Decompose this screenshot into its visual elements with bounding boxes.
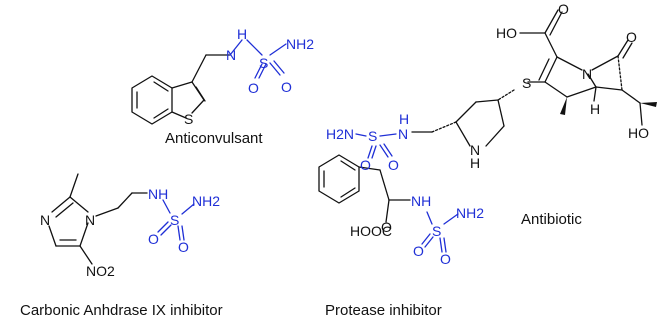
carbonic-anhydrase-molecule bbox=[48, 173, 195, 265]
atom-n-pyrrolidine: N bbox=[470, 142, 480, 158]
caption-anticonvulsant: Anticonvulsant bbox=[165, 130, 263, 147]
phenyl-ring bbox=[318, 154, 360, 204]
atom-o1-m4: O bbox=[413, 243, 424, 259]
atom-s-m3: S bbox=[170, 212, 179, 228]
atom-s-m4: S bbox=[432, 223, 441, 239]
atom-o-c4: O bbox=[381, 219, 392, 235]
protease-molecule bbox=[318, 154, 459, 253]
caption-antibiotic: Antibiotic bbox=[521, 211, 582, 228]
atom-s-m2: S bbox=[522, 75, 531, 91]
atom-n-m2: N bbox=[398, 126, 408, 142]
atom-nh2-m3: NH2 bbox=[192, 193, 220, 209]
atom-o2-m1: O bbox=[281, 79, 292, 95]
atom-h-m2: H bbox=[590, 101, 600, 117]
atom-nh2-m1: NH2 bbox=[286, 36, 314, 52]
atom-no2: NO2 bbox=[86, 263, 115, 279]
atom-o2-m2: O bbox=[388, 157, 399, 173]
atom-ho-m2: HO bbox=[628, 125, 649, 141]
atom-nh2-m4: NH2 bbox=[456, 205, 484, 221]
atom-n-m1: N bbox=[226, 47, 236, 63]
atom-hooc: HOOC bbox=[350, 223, 392, 239]
caption-protease: Protease inhibitor bbox=[325, 302, 442, 319]
atom-nh-m3: NH bbox=[148, 186, 168, 202]
atom-o2-m3: O bbox=[178, 239, 189, 255]
atom-n-lactam: N bbox=[582, 66, 592, 82]
atom-nh-m4: NH bbox=[411, 193, 431, 209]
atom-n-imidazole-1: N bbox=[85, 212, 95, 228]
antibiotic-molecule bbox=[355, 9, 657, 159]
atom-s-m2-sulf: S bbox=[368, 128, 377, 144]
atom-s-m1: S bbox=[259, 55, 268, 71]
atom-ho-acid: HO bbox=[496, 25, 517, 41]
atom-o1-m2: O bbox=[360, 157, 371, 173]
anticonvulsant-molecule bbox=[131, 39, 287, 125]
atom-nh: H bbox=[237, 26, 247, 42]
caption-carbonic: Carbonic Anhdrase IX inhibitor bbox=[20, 302, 223, 319]
methyl-wedge bbox=[560, 97, 567, 115]
atom-o2-m4: O bbox=[440, 251, 451, 267]
atom-h2n-m2: H2N bbox=[326, 126, 354, 142]
atom-o-carbonyl-acid: O bbox=[558, 1, 569, 17]
atom-h-pyrrolidine: H bbox=[470, 155, 480, 171]
atom-h-m2-sulf: H bbox=[399, 111, 409, 127]
atom-o1-m1: O bbox=[248, 80, 259, 96]
hydroxy-wedge bbox=[640, 102, 657, 107]
benzene-ring bbox=[131, 75, 173, 125]
atom-n-imidazole-3: N bbox=[40, 212, 50, 228]
atom-o-lactam: O bbox=[626, 29, 637, 45]
atom-o1-m3: O bbox=[148, 231, 159, 247]
atom-s-thiophene: S bbox=[184, 111, 193, 127]
